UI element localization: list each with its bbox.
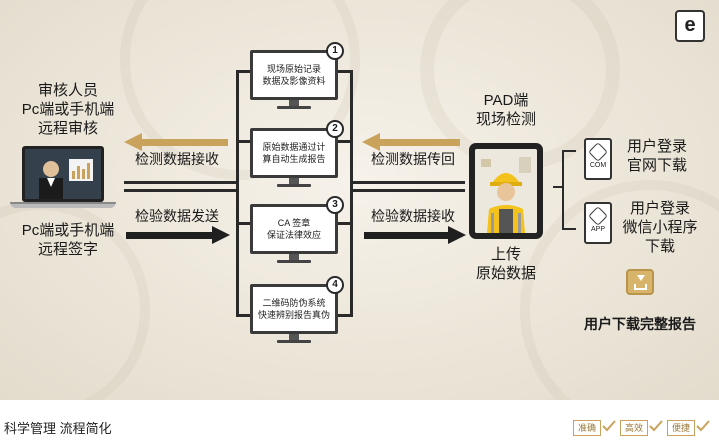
upload-line: 上传 [490,246,521,263]
arrow-label-send: 检验数据发送 [135,208,219,224]
monitor-stand [289,254,299,260]
connector-line [553,186,563,188]
bracket-line [338,314,353,317]
bracket-line [236,222,250,225]
monitor-stand [289,100,299,106]
bracket-line [236,70,239,317]
app-download-label: 用户登录 微信小程序 下载 [612,200,708,256]
step-text: 保证法律效应 [266,230,321,240]
monitor-base [277,184,311,187]
footer-title: 科学管理 流程简化 [4,421,112,436]
upload-label: 上传 原始数据 [458,246,554,284]
app-device-icon: APP [584,202,612,244]
connector-line [124,189,236,192]
laptop-base [10,202,116,208]
step-2-badge: 2 [326,120,344,138]
arrow-label-receive: 检测数据接收 [135,151,219,167]
bracket-line [338,222,353,225]
bracket-line [338,140,353,143]
connector-line [124,181,236,184]
website-device-icon: COM [584,138,612,180]
connector-line [353,189,465,192]
bracket-line [338,70,353,73]
step-text: 二维码防伪系统 [262,297,326,308]
e-logo-icon [588,206,608,226]
arrow-label-return: 检测数据传回 [371,151,455,167]
download-icon [626,269,654,295]
arrow-left-icon [362,133,380,151]
reviewer-line: Pc端或手机端 [21,100,115,118]
connector-line [353,181,465,184]
bracket-line [236,314,250,317]
step-text: 数据及影像资料 [262,76,326,86]
step-text: 原始数据通过计 [262,141,326,152]
pad-title: PAD端 现场检测 [458,92,554,130]
monitor-stand [289,178,299,184]
bracket-line [562,150,576,152]
step-text: 现场原始记录 [266,63,321,74]
app-line: 用户登录 [629,200,690,217]
e-logo-icon [588,142,608,162]
bracket-line [236,140,250,143]
step-1-monitor: 现场原始记录数据及影像资料 [250,50,338,100]
signer-line: 远程签字 [37,240,98,258]
reviewer-line: 远程审核 [37,119,98,137]
monitor-base [277,106,311,109]
device-label: APP [590,226,605,233]
laptop-icon [22,146,104,202]
reviewer-line: 审核人员 [37,82,98,99]
step-4-monitor: 二维码防伪系统快速辨别报告真伪 [250,284,338,334]
step-2-monitor: 原始数据通过计算自动生成报告 [250,128,338,178]
monitor-stand [289,334,299,340]
pad-title-line: PAD端 [483,92,529,109]
arrow-bar [126,232,214,239]
e-logo-icon: e [675,10,705,42]
arrow-bar [140,139,228,146]
flow-diagram: e 审核人员 Pc端或手机端 远程审核 Pc端或手机端 远程签字 检测数据接收 … [0,0,719,400]
pad-title-line: 现场检测 [475,110,536,128]
monitor-base [277,340,311,343]
check-icon [602,420,616,432]
tablet-icon [469,143,543,239]
monitor-base [277,260,311,263]
web-line: 官网下载 [626,156,687,174]
upload-line: 原始数据 [475,264,536,282]
check-icon [696,420,710,432]
web-download-label: 用户登录 官网下载 [612,138,702,176]
arrow-bar [364,232,450,239]
check-icon [649,420,663,432]
download-report-label: 用户下载完整报告 [584,316,696,332]
bracket-line [350,70,353,317]
app-line: 下载 [644,237,675,255]
tag-efficient: 高效 [620,420,648,436]
step-4-badge: 4 [326,276,344,294]
step-3-badge: 3 [326,196,344,214]
signer-line: Pc端或手机端 [21,222,115,239]
device-label: COM [589,162,607,169]
bracket-line [562,150,564,230]
arrow-bar [378,139,460,146]
signer-label: Pc端或手机端 远程签字 [8,222,128,260]
tag-accurate: 准确 [573,420,601,436]
reviewer-label: 审核人员 Pc端或手机端 远程审核 [8,82,128,138]
step-text: 快速辨别报告真伪 [257,310,330,320]
web-line: 用户登录 [626,138,687,155]
arrow-right-icon [212,226,230,244]
bracket-line [562,228,576,230]
arrow-label-receive-check: 检验数据接收 [371,208,455,224]
arrow-left-icon [124,133,142,151]
step-text: CA 签章 [277,217,311,228]
step-text: 算自动生成报告 [262,154,326,164]
tag-convenient: 便捷 [667,420,695,436]
bracket-line [236,70,250,73]
gear-decoration [120,0,360,180]
step-3-monitor: CA 签章保证法律效应 [250,204,338,254]
arrow-right-icon [448,226,466,244]
step-1-badge: 1 [326,42,344,60]
app-line: 微信小程序 [622,218,698,236]
gear-decoration [520,180,719,400]
